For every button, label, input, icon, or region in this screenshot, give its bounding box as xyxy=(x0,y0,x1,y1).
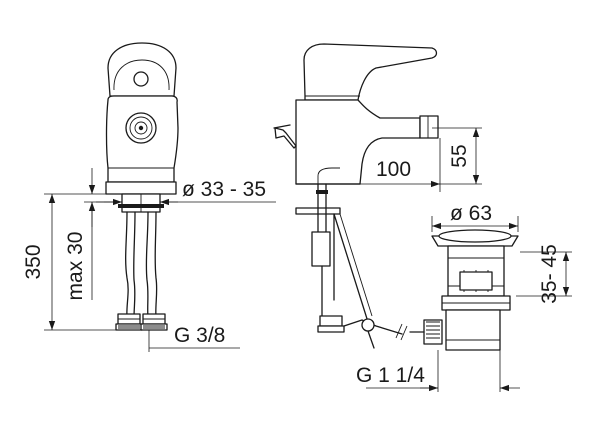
dimension-label-hole-diameter: ø 33 - 35 xyxy=(182,178,266,201)
dimension-label-max-30: max 30 xyxy=(64,232,87,301)
dimension-label-height-350: 350 xyxy=(22,244,45,279)
dimension-label-g-3-8: G 3/8 xyxy=(174,324,225,347)
faucet-side-view xyxy=(273,43,439,349)
dimension-label-spout-100: 100 xyxy=(376,158,411,181)
drain-assembly xyxy=(409,229,519,351)
dimension-label-g-1-1-4: G 1 1/4 xyxy=(356,364,425,387)
drain-dimension-lines xyxy=(366,216,572,392)
faucet-front-view xyxy=(105,42,179,331)
front-dimension-lines xyxy=(44,168,276,352)
dimension-label-drain-diameter: ø 63 xyxy=(450,202,492,225)
dimension-label-height-55: 55 xyxy=(448,144,471,167)
side-dimension-lines xyxy=(340,127,482,192)
dimension-label-drain-35-45: 35- 45 xyxy=(538,244,561,304)
